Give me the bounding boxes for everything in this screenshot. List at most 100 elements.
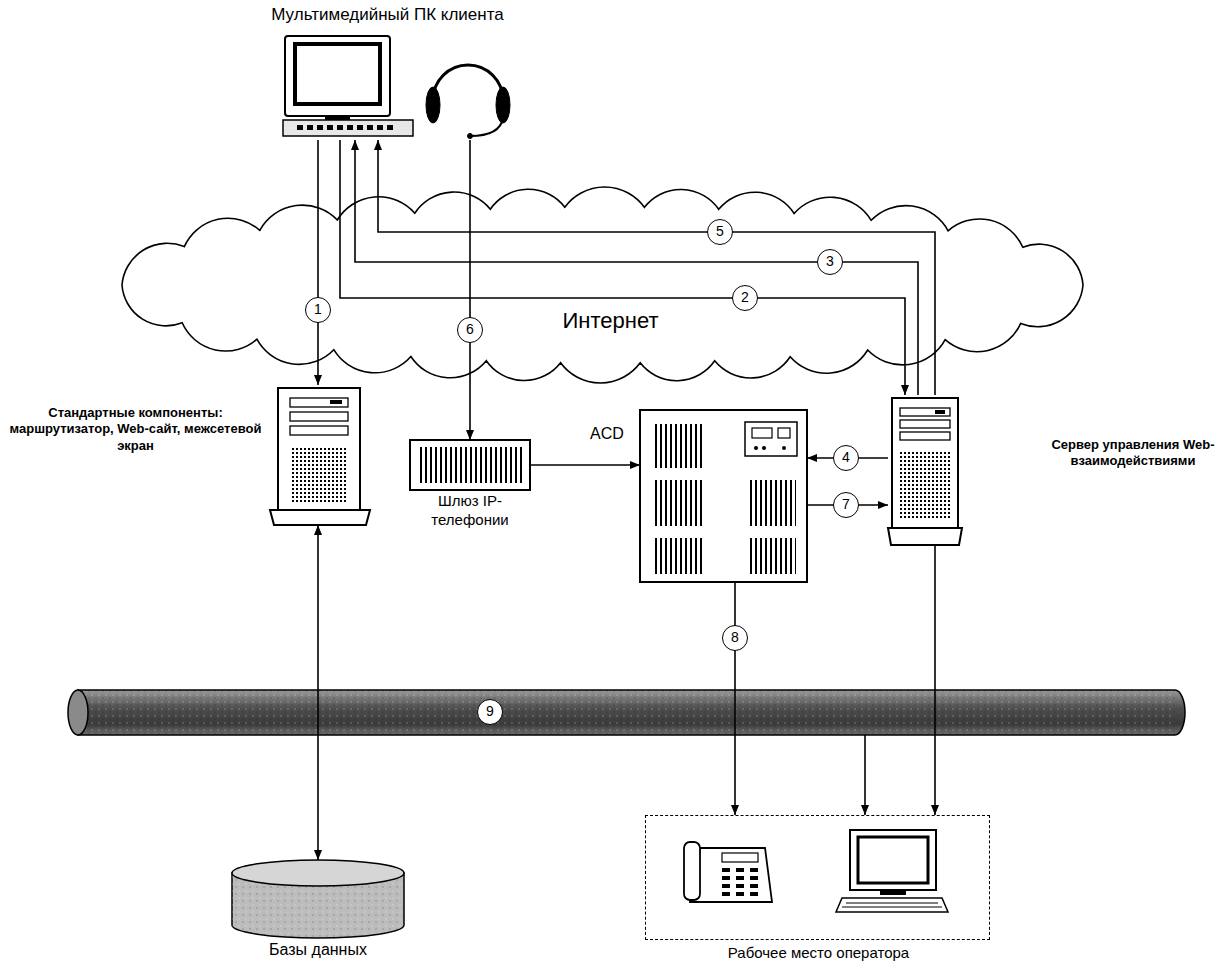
connector xyxy=(317,140,319,385)
client-monitor-part-part xyxy=(377,125,383,130)
operator-computer-part xyxy=(858,837,928,883)
connector xyxy=(378,140,935,395)
internet-cloud: Интернет xyxy=(90,185,1115,385)
client-monitor-part xyxy=(283,120,413,136)
phone-symbol-part xyxy=(722,853,758,862)
acd-cabinet-part xyxy=(640,410,807,582)
phone-symbol-part-part xyxy=(736,892,744,896)
acd-cabinet-part xyxy=(745,422,797,456)
cloud-outline xyxy=(90,185,1115,385)
acd-switch: ACD xyxy=(640,410,807,582)
node-label: Стандартные компоненты: маршрутизатор, W… xyxy=(8,405,263,454)
callout-number: 2 xyxy=(732,285,758,311)
database-cylinder xyxy=(232,860,404,938)
headset-symbol-part xyxy=(496,87,510,123)
headset-symbol-part xyxy=(433,65,503,100)
client-monitor xyxy=(283,36,413,136)
server-tower-part xyxy=(330,400,342,404)
server-tower-part xyxy=(270,510,370,525)
client-monitor-part-part xyxy=(317,125,323,130)
operator-computer-part xyxy=(850,830,936,890)
node-label: Мультимедийный ПК клиента xyxy=(195,4,580,25)
network-bus-part xyxy=(68,690,88,735)
phone-symbol-part-part xyxy=(722,868,730,872)
server-tower-part xyxy=(900,452,950,520)
network-bus-part xyxy=(864,735,866,815)
operator-computer-part xyxy=(842,907,942,908)
server-tower-part xyxy=(290,426,348,435)
acd-cabinet-part xyxy=(652,538,704,574)
node-label: Шлюз IP-телефонии xyxy=(410,492,530,530)
connector xyxy=(934,545,936,815)
client-monitor-part-part xyxy=(297,125,303,130)
client-monitor-part-part xyxy=(367,125,373,130)
server-tower-part xyxy=(900,420,950,428)
phone-symbol-part-part xyxy=(750,884,758,888)
operator-computer-part xyxy=(880,890,906,895)
acd-cabinet-part xyxy=(754,446,758,450)
network-bus xyxy=(68,690,1185,815)
acd-cabinet-part xyxy=(748,480,796,526)
gateway-device xyxy=(410,440,530,490)
callout-number: 6 xyxy=(457,317,483,343)
connector xyxy=(355,140,918,395)
server-tower xyxy=(270,388,370,525)
server-tower-part xyxy=(290,412,348,421)
operator-computer xyxy=(836,830,948,912)
headset-symbol xyxy=(426,65,510,139)
client-monitor-part-part xyxy=(337,125,343,130)
client-monitor-part xyxy=(285,36,390,116)
acd-cabinet-part xyxy=(652,424,704,468)
callout-number: 9 xyxy=(477,699,503,725)
acd-cabinet xyxy=(640,410,807,582)
operator-computer-part xyxy=(836,898,948,912)
network-bus-part xyxy=(78,690,1185,735)
node-label: Интернет xyxy=(98,307,1123,335)
connector xyxy=(340,140,905,395)
server-tower-part xyxy=(900,408,950,416)
acd-cabinet-part xyxy=(778,428,790,438)
phone-symbol xyxy=(684,842,772,902)
connector xyxy=(734,582,736,815)
client-monitor-part-part xyxy=(387,125,393,130)
client-monitor-part-part xyxy=(327,125,333,130)
phone-symbol-part-part xyxy=(736,868,744,872)
client-monitor-part xyxy=(297,125,393,130)
phone-symbol-part-part xyxy=(722,876,730,880)
database-cylinder-part xyxy=(232,860,404,886)
server-tower xyxy=(888,398,962,545)
callout-number: 5 xyxy=(707,219,733,245)
phone-symbol-part-part xyxy=(722,884,730,888)
operator-computer-part xyxy=(846,903,938,904)
connector xyxy=(317,525,319,860)
cloud-outline xyxy=(122,187,1083,383)
phone-symbol-part-part xyxy=(736,876,744,880)
database: Базы данных xyxy=(230,860,406,938)
acd-cabinet-part xyxy=(762,446,766,450)
server-tower-part xyxy=(900,432,950,440)
acd-cabinet-part xyxy=(748,538,796,574)
client-monitor-part-part xyxy=(307,125,313,130)
server-tower-part xyxy=(935,410,945,414)
callout-number: 8 xyxy=(722,625,748,651)
node-label: Сервер управления Web-взаимодействиями xyxy=(1048,437,1218,470)
web-server: Стандартные компоненты: маршрутизатор, W… xyxy=(270,385,370,525)
server-tower-part xyxy=(278,388,360,510)
connector xyxy=(469,140,471,440)
callout-number: 4 xyxy=(833,445,859,471)
connector xyxy=(530,464,640,466)
phone-symbol-part-part xyxy=(750,876,758,880)
callout-number: 3 xyxy=(817,249,843,275)
phone-symbol-part xyxy=(690,848,772,902)
phone-symbol-part xyxy=(684,842,700,900)
client-monitor-part-part xyxy=(357,125,363,130)
client-monitor-part xyxy=(295,44,380,104)
headset-symbol-part xyxy=(470,118,503,136)
headset-symbol-part xyxy=(426,87,440,123)
gateway-device-part xyxy=(410,440,530,490)
client-pc: Мультимедийный ПК клиента xyxy=(195,4,580,140)
